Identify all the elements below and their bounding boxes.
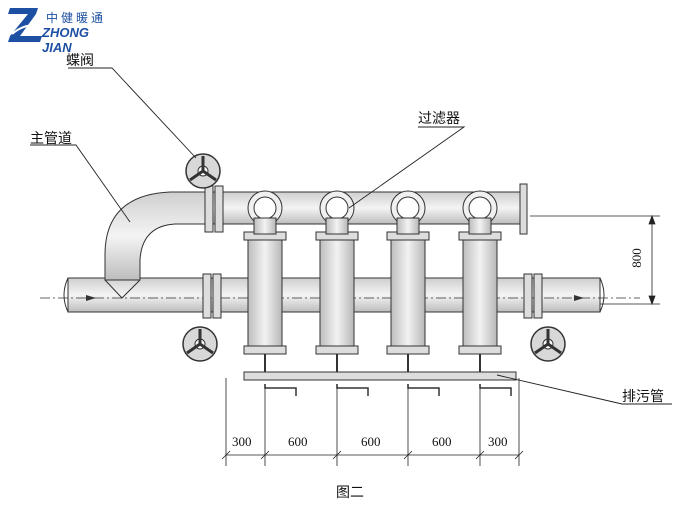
dim-spacing-2: 600 bbox=[288, 434, 308, 449]
dim-spacing-3: 600 bbox=[361, 434, 381, 449]
lower-flanges bbox=[202, 273, 543, 319]
dim-height-800: 800 bbox=[629, 248, 644, 268]
filter-4 bbox=[458, 190, 502, 380]
label-butterfly-valve: 蝶阀 bbox=[66, 53, 94, 69]
logo-mark-icon bbox=[8, 8, 45, 42]
elbow-pipe bbox=[104, 191, 206, 299]
height-dimension bbox=[530, 214, 660, 306]
figure-caption: 图二 bbox=[336, 485, 364, 501]
filter-1 bbox=[243, 190, 287, 380]
company-logo: 中健暖通 ZHONG JIAN bbox=[6, 4, 118, 55]
label-drain-pipe: 排污管 bbox=[622, 389, 664, 405]
dim-spacing-5: 300 bbox=[488, 434, 508, 449]
filter-2 bbox=[315, 190, 359, 380]
butterfly-valve-left bbox=[182, 326, 218, 362]
leader-lines bbox=[30, 67, 672, 405]
label-filter: 过滤器 bbox=[418, 111, 460, 127]
spacing-dimension bbox=[221, 378, 524, 466]
butterfly-valve-top bbox=[185, 153, 221, 189]
dim-spacing-4: 600 bbox=[432, 434, 452, 449]
logo-text-en: ZHONG JIAN bbox=[42, 25, 89, 55]
dim-spacing-1: 300 bbox=[232, 434, 252, 449]
logo-text-cn: 中健暖通 bbox=[46, 11, 107, 25]
label-main-pipe: 主管道 bbox=[30, 131, 72, 147]
drain-assembly bbox=[243, 371, 517, 396]
butterfly-valve-right bbox=[530, 326, 566, 362]
filter-3 bbox=[386, 190, 430, 380]
